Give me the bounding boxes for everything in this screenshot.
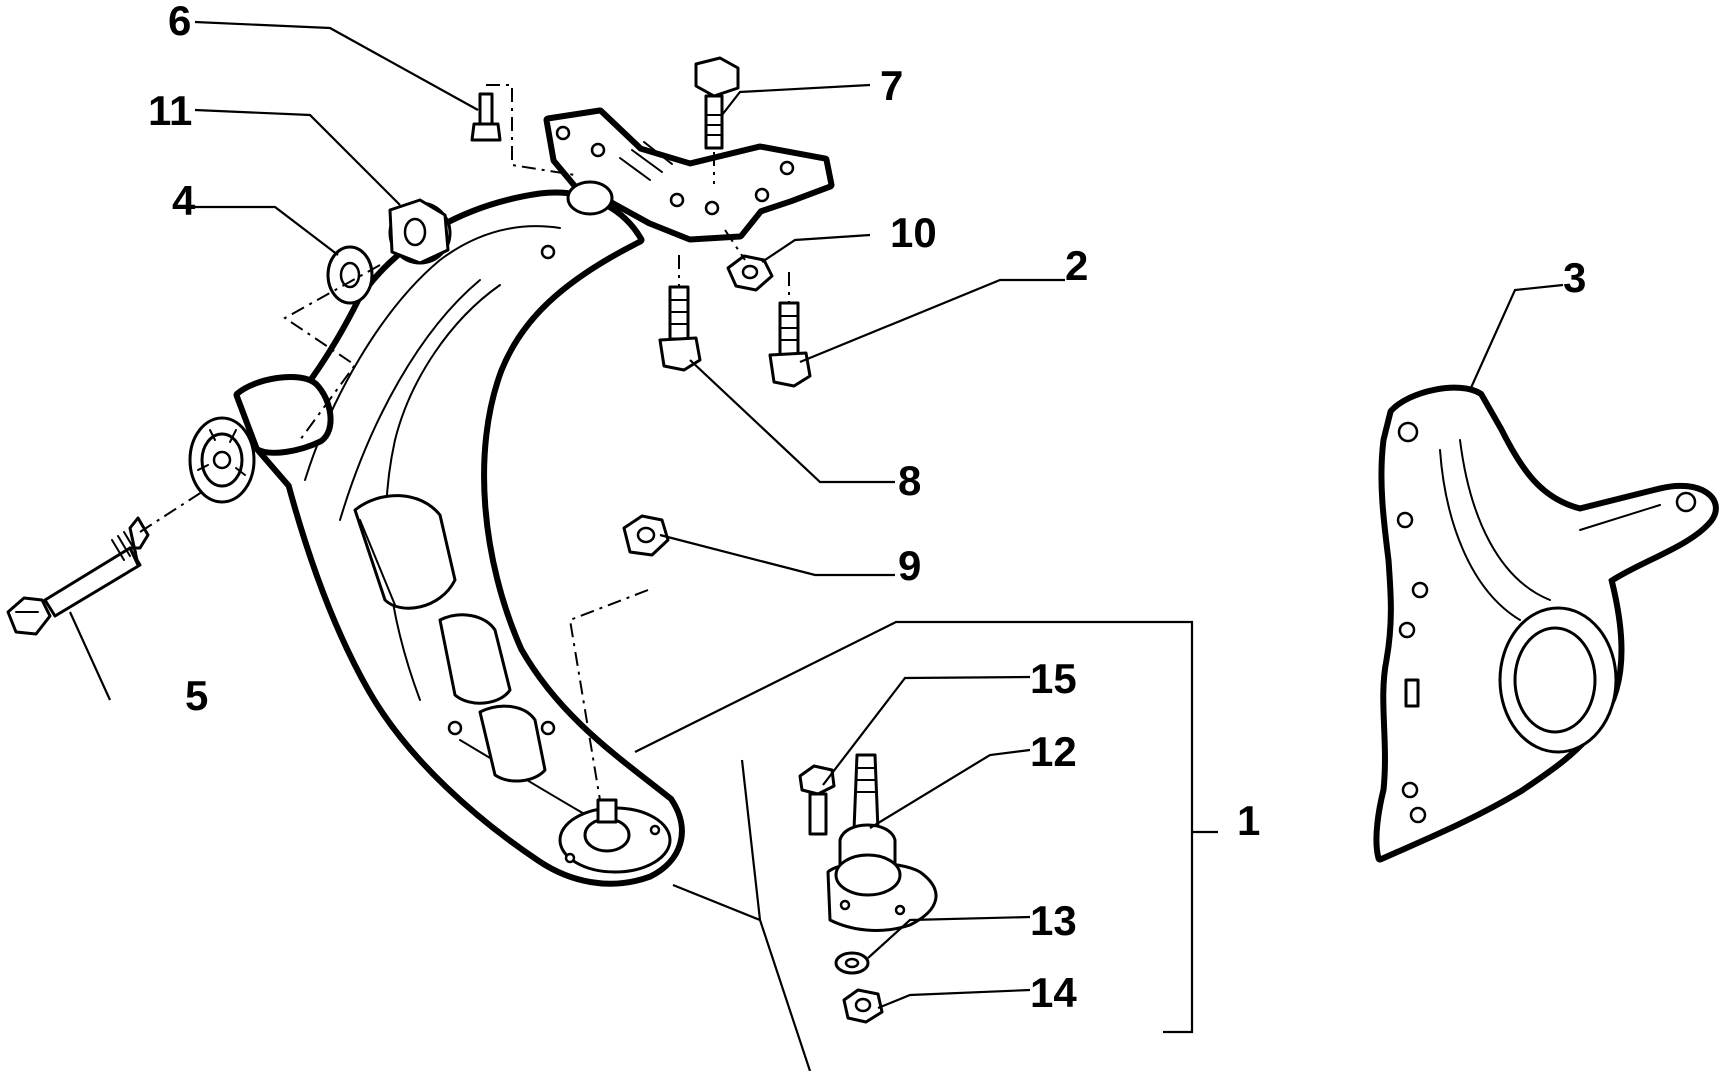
bolt-2 xyxy=(768,301,812,388)
control-arm xyxy=(253,189,685,887)
callout-9: 9 xyxy=(898,542,921,589)
small-bolt-6 xyxy=(470,92,502,142)
callout-7: 7 xyxy=(880,62,903,109)
callout-2: 2 xyxy=(1065,242,1088,289)
ball-joint-12 xyxy=(826,753,938,932)
callout-6: 6 xyxy=(168,0,191,44)
long-bolt xyxy=(6,516,150,636)
callout-11: 11 xyxy=(148,87,192,134)
leader-lines xyxy=(68,20,1564,1034)
assembly-lines xyxy=(139,84,812,1071)
callouts: 1 2 3 4 5 6 7 8 9 10 11 12 13 14 15 xyxy=(148,0,1586,1016)
front-bushing xyxy=(188,374,334,504)
bolt-8 xyxy=(658,285,702,372)
callout-12: 12 xyxy=(1030,728,1077,775)
rear-bracket xyxy=(543,107,835,243)
callout-5: 5 xyxy=(185,672,208,719)
callout-4: 4 xyxy=(172,177,196,224)
washer-13 xyxy=(834,951,870,975)
flange-nut-11 xyxy=(388,198,452,265)
washer-4 xyxy=(326,245,374,305)
callout-10: 10 xyxy=(890,209,937,256)
bolt-15 xyxy=(798,764,836,836)
nut-14 xyxy=(842,988,884,1024)
callout-1: 1 xyxy=(1237,797,1260,844)
nut-9 xyxy=(622,514,670,557)
nut-10 xyxy=(726,254,774,292)
callout-15: 15 xyxy=(1030,655,1077,702)
callout-14: 14 xyxy=(1030,969,1077,1016)
bolt-7 xyxy=(694,56,740,150)
callout-13: 13 xyxy=(1030,897,1077,944)
callout-8: 8 xyxy=(898,457,921,504)
callout-3: 3 xyxy=(1563,254,1586,301)
steering-knuckle xyxy=(1373,384,1719,863)
